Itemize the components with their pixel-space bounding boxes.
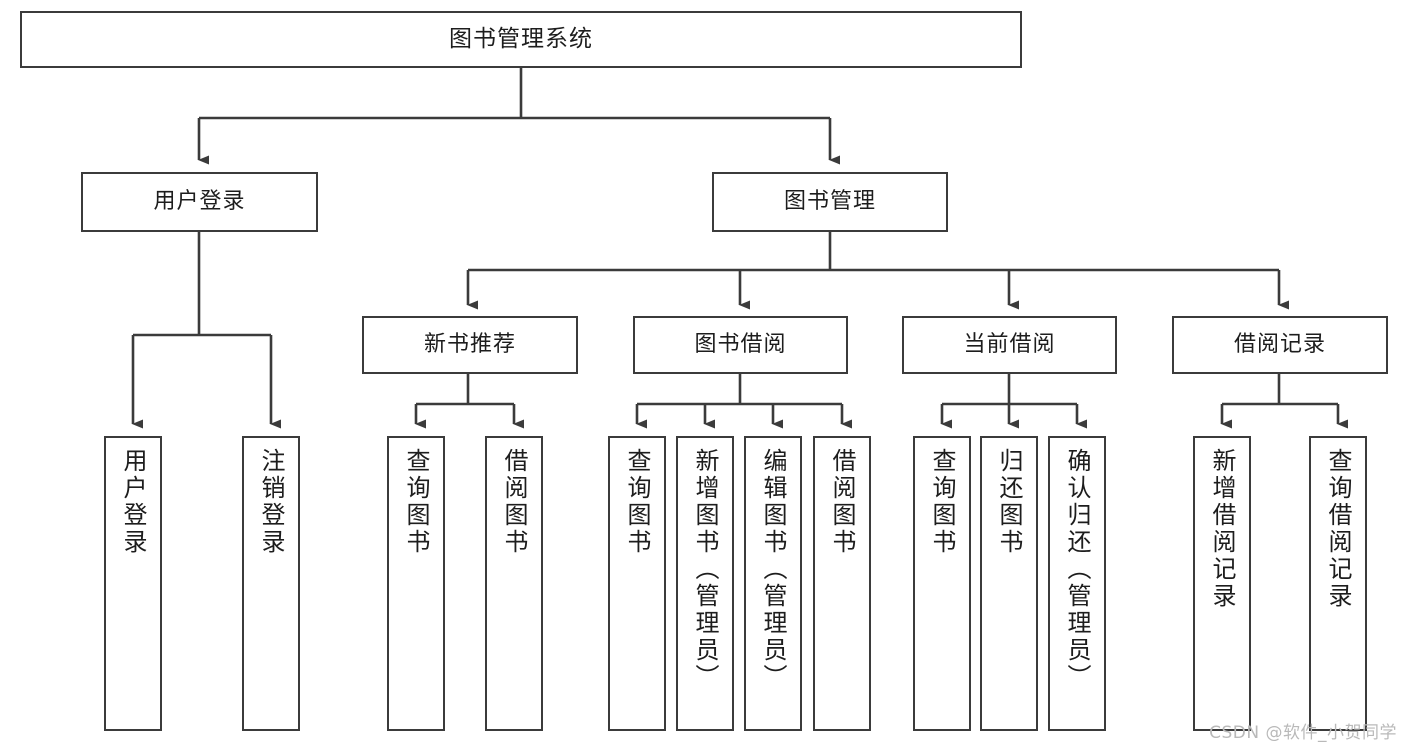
leaf-user-login[interactable]: 用户登录 <box>104 436 162 731</box>
node-label: 借阅图书 <box>500 448 528 556</box>
node-book-borrow[interactable]: 图书借阅 <box>633 316 848 374</box>
leaf-query-book-current[interactable]: 查询图书 <box>913 436 971 731</box>
node-label: 新书推荐 <box>423 332 516 358</box>
node-label: 图书管理 <box>783 189 876 215</box>
node-label: 用户登录 <box>119 448 147 556</box>
leaf-edit-book-admin[interactable]: 编辑图书（管理员） <box>744 436 802 731</box>
node-label: 注销登录 <box>257 448 285 556</box>
leaf-add-book-admin[interactable]: 新增图书（管理员） <box>676 436 734 731</box>
leaf-return-book[interactable]: 归还图书 <box>980 436 1038 731</box>
node-label: 用户登录 <box>153 189 246 215</box>
leaf-logout[interactable]: 注销登录 <box>242 436 300 731</box>
node-current-borrow[interactable]: 当前借阅 <box>902 316 1117 374</box>
leaf-add-borrow-record[interactable]: 新增借阅记录 <box>1193 436 1251 731</box>
leaf-query-book-new[interactable]: 查询图书 <box>387 436 445 731</box>
node-label: 归还图书 <box>995 448 1023 556</box>
leaf-confirm-return-admin[interactable]: 确认归还（管理员） <box>1048 436 1106 731</box>
node-new-book-recommend[interactable]: 新书推荐 <box>362 316 578 374</box>
leaf-borrow-book[interactable]: 借阅图书 <box>813 436 871 731</box>
node-label: 图书借阅 <box>694 332 787 358</box>
node-label: 图书管理系统 <box>449 25 593 52</box>
node-label: 编辑图书（管理员） <box>759 448 787 691</box>
node-borrow-record[interactable]: 借阅记录 <box>1172 316 1388 374</box>
node-label: 查询图书 <box>623 448 651 556</box>
node-label: 当前借阅 <box>963 332 1056 358</box>
node-label: 借阅图书 <box>828 448 856 556</box>
node-user-login[interactable]: 用户登录 <box>81 172 318 232</box>
node-label: 新增借阅记录 <box>1208 448 1236 610</box>
leaf-borrow-book-new[interactable]: 借阅图书 <box>485 436 543 731</box>
node-label: 确认归还（管理员） <box>1063 448 1091 691</box>
node-root-system[interactable]: 图书管理系统 <box>20 11 1022 68</box>
node-label: 新增图书（管理员） <box>691 448 719 691</box>
leaf-query-borrow-record[interactable]: 查询借阅记录 <box>1309 436 1367 731</box>
leaf-query-book-borrow[interactable]: 查询图书 <box>608 436 666 731</box>
node-label: 借阅记录 <box>1233 332 1326 358</box>
node-label: 查询图书 <box>402 448 430 556</box>
node-label: 查询借阅记录 <box>1324 448 1352 610</box>
node-label: 查询图书 <box>928 448 956 556</box>
node-book-management[interactable]: 图书管理 <box>712 172 948 232</box>
